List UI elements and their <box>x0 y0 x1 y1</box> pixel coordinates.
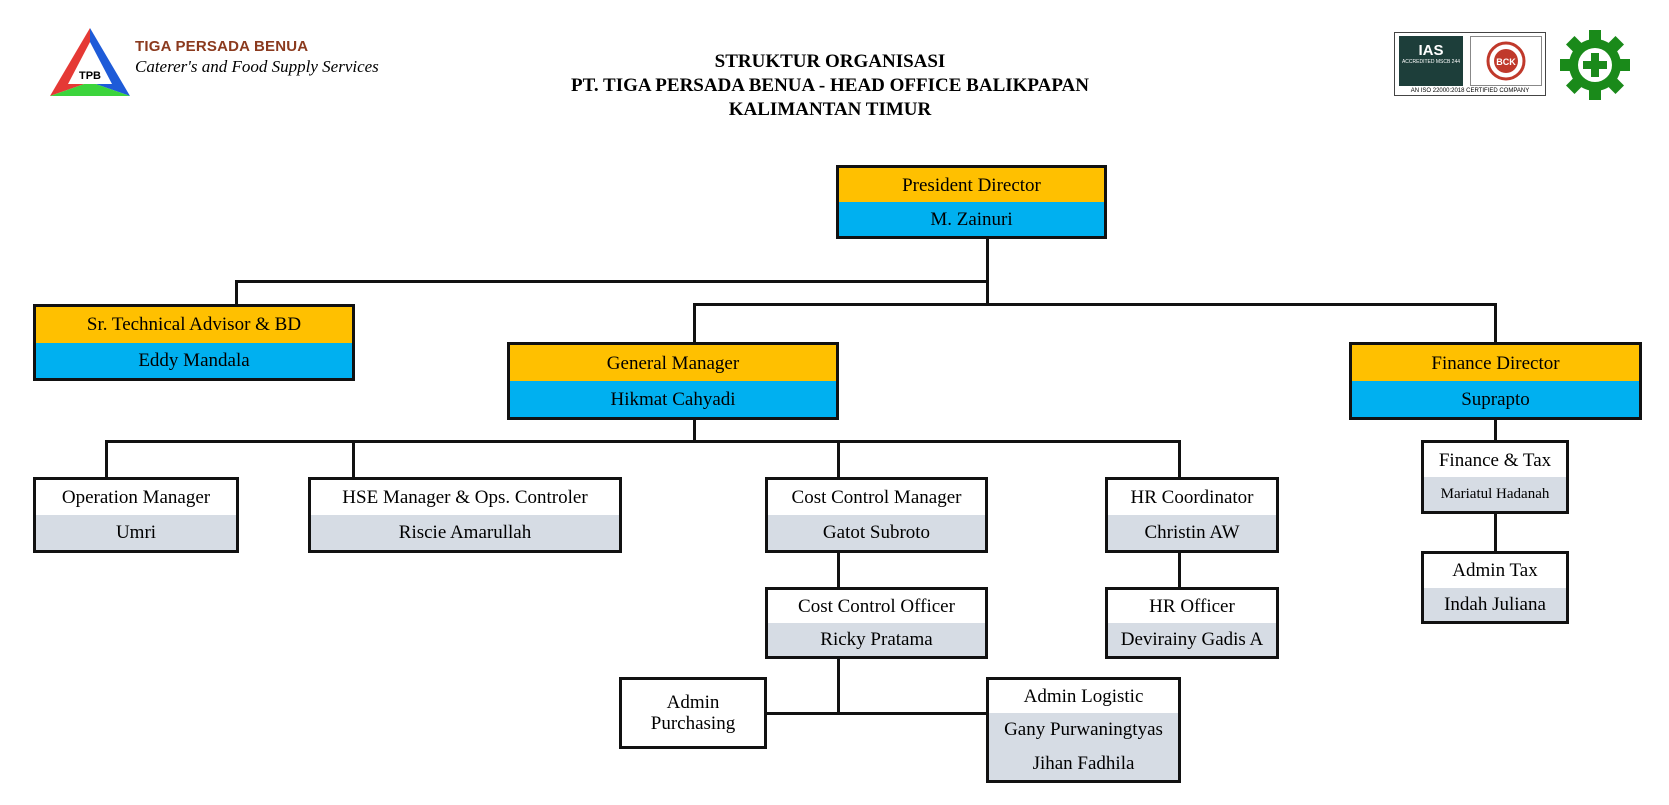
person-name: Mariatul Hadanah <box>1424 477 1566 511</box>
operation-manager-box: Operation Manager Umri <box>33 477 239 553</box>
president-director-box: President Director M. Zainuri <box>836 165 1107 239</box>
brand-tagline: Caterer's and Food Supply Services <box>135 57 379 76</box>
k3-safety-gear-logo <box>1556 30 1634 100</box>
safety-gear-icon <box>1560 30 1630 100</box>
hr-coordinator-box: HR Coordinator Christin AW <box>1105 477 1279 553</box>
role-label: HSE Manager & Ops. Controler <box>311 480 619 515</box>
iso-certificate-badge: IAS ACCREDITED MSCB 244 BCK AN ISO 22000… <box>1394 32 1546 96</box>
admin-tax-box: Admin Tax Indah Juliana <box>1421 551 1569 624</box>
person-name: Gatot Subroto <box>768 515 985 550</box>
role-label: Finance & Tax <box>1424 443 1566 477</box>
bck-seal-logo: BCK <box>1470 36 1542 86</box>
person-name-2: Jihan Fadhila <box>989 746 1178 780</box>
hse-manager-box: HSE Manager & Ops. Controler Riscie Amar… <box>308 477 622 553</box>
bck-seal-icon: BCK <box>1486 41 1526 81</box>
brand-block: TIGA PERSADA BENUA Caterer's and Food Su… <box>135 38 379 77</box>
cost-control-manager-box: Cost Control Manager Gatot Subroto <box>765 477 988 553</box>
brand-name: TIGA PERSADA BENUA <box>135 38 309 55</box>
role-label: General Manager <box>510 345 836 381</box>
role-label-line1: Admin <box>622 680 764 713</box>
tpb-triangle-logo: TPB <box>50 28 130 96</box>
role-label: Cost Control Manager <box>768 480 985 515</box>
role-label: Admin Logistic <box>989 680 1178 714</box>
person-name: Hikmat Cahyadi <box>510 381 836 417</box>
technical-advisor-box: Sr. Technical Advisor & BD Eddy Mandala <box>33 304 355 381</box>
page-subtitle: PT. TIGA PERSADA BENUA - HEAD OFFICE BAL… <box>571 75 1089 96</box>
finance-tax-box: Finance & Tax Mariatul Hadanah <box>1421 440 1569 514</box>
role-label: Finance Director <box>1352 345 1639 381</box>
role-label: HR Officer <box>1108 590 1276 623</box>
person-name: M. Zainuri <box>839 202 1104 236</box>
hr-officer-box: HR Officer Devirainy Gadis A <box>1105 587 1279 659</box>
page-title: STRUKTUR ORGANISASI <box>714 51 946 72</box>
bck-text: BCK <box>1496 57 1516 67</box>
role-label: Operation Manager <box>36 480 236 515</box>
role-label: Sr. Technical Advisor & BD <box>36 307 352 343</box>
person-name: Devirainy Gadis A <box>1108 623 1276 656</box>
ias-label: IAS <box>1418 42 1444 59</box>
ias-accreditation-logo: IAS ACCREDITED MSCB 244 <box>1399 36 1463 86</box>
role-label: Cost Control Officer <box>768 590 985 623</box>
person-name: Riscie Amarullah <box>311 515 619 550</box>
role-label: HR Coordinator <box>1108 480 1276 515</box>
finance-director-box: Finance Director Suprapto <box>1349 342 1642 420</box>
person-name-1: Gany Purwaningtyas <box>989 713 1178 747</box>
admin-logistic-box: Admin Logistic Gany Purwaningtyas Jihan … <box>986 677 1181 783</box>
ias-sublabel: ACCREDITED MSCB 244 <box>1401 59 1461 65</box>
general-manager-box: General Manager Hikmat Cahyadi <box>507 342 839 420</box>
person-name: Christin AW <box>1108 515 1276 550</box>
company-logo: TPB <box>48 26 132 98</box>
person-name: Ricky Pratama <box>768 623 985 656</box>
person-name: Suprapto <box>1352 381 1639 417</box>
role-label: Admin Tax <box>1424 554 1566 588</box>
admin-purchasing-box: Admin Purchasing <box>619 677 767 749</box>
person-name: Indah Juliana <box>1424 587 1566 621</box>
person-name: Eddy Mandala <box>36 342 352 378</box>
role-label-line2: Purchasing <box>622 713 764 746</box>
cert-caption: AN ISO 22000:2018 CERTIFIED COMPANY <box>1410 88 1530 94</box>
cost-control-officer-box: Cost Control Officer Ricky Pratama <box>765 587 988 659</box>
logo-text: TPB <box>79 70 101 82</box>
role-label: President Director <box>839 168 1104 202</box>
page-location: KALIMANTAN TIMUR <box>728 99 932 120</box>
person-name: Umri <box>36 515 236 550</box>
